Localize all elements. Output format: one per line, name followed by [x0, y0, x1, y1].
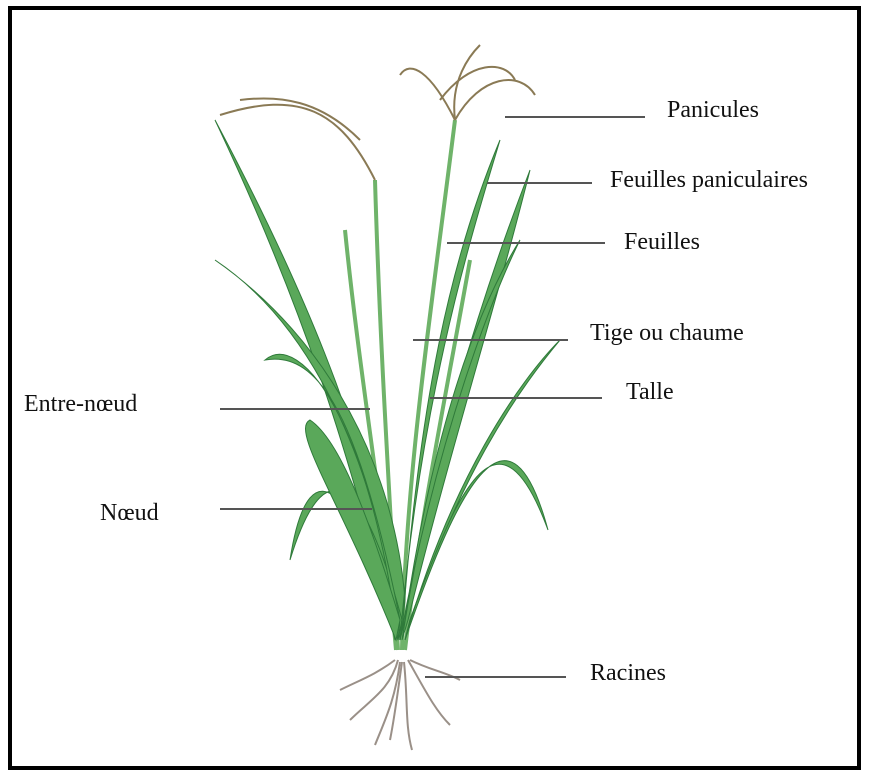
panicles [220, 45, 535, 180]
label-racines: Racines [590, 661, 666, 685]
label-panicules: Panicules [667, 98, 759, 122]
label-talle: Talle [626, 380, 674, 404]
label-feuilles-paniculaires: Feuilles paniculaires [610, 168, 808, 192]
label-noeud: Nœud [100, 501, 159, 525]
label-tige: Tige ou chaume [590, 321, 744, 345]
leaves [215, 120, 560, 640]
roots [340, 660, 460, 750]
label-feuilles: Feuilles [624, 230, 700, 254]
leader-lines [220, 117, 645, 677]
label-entre-noeud: Entre-nœud [24, 392, 137, 416]
